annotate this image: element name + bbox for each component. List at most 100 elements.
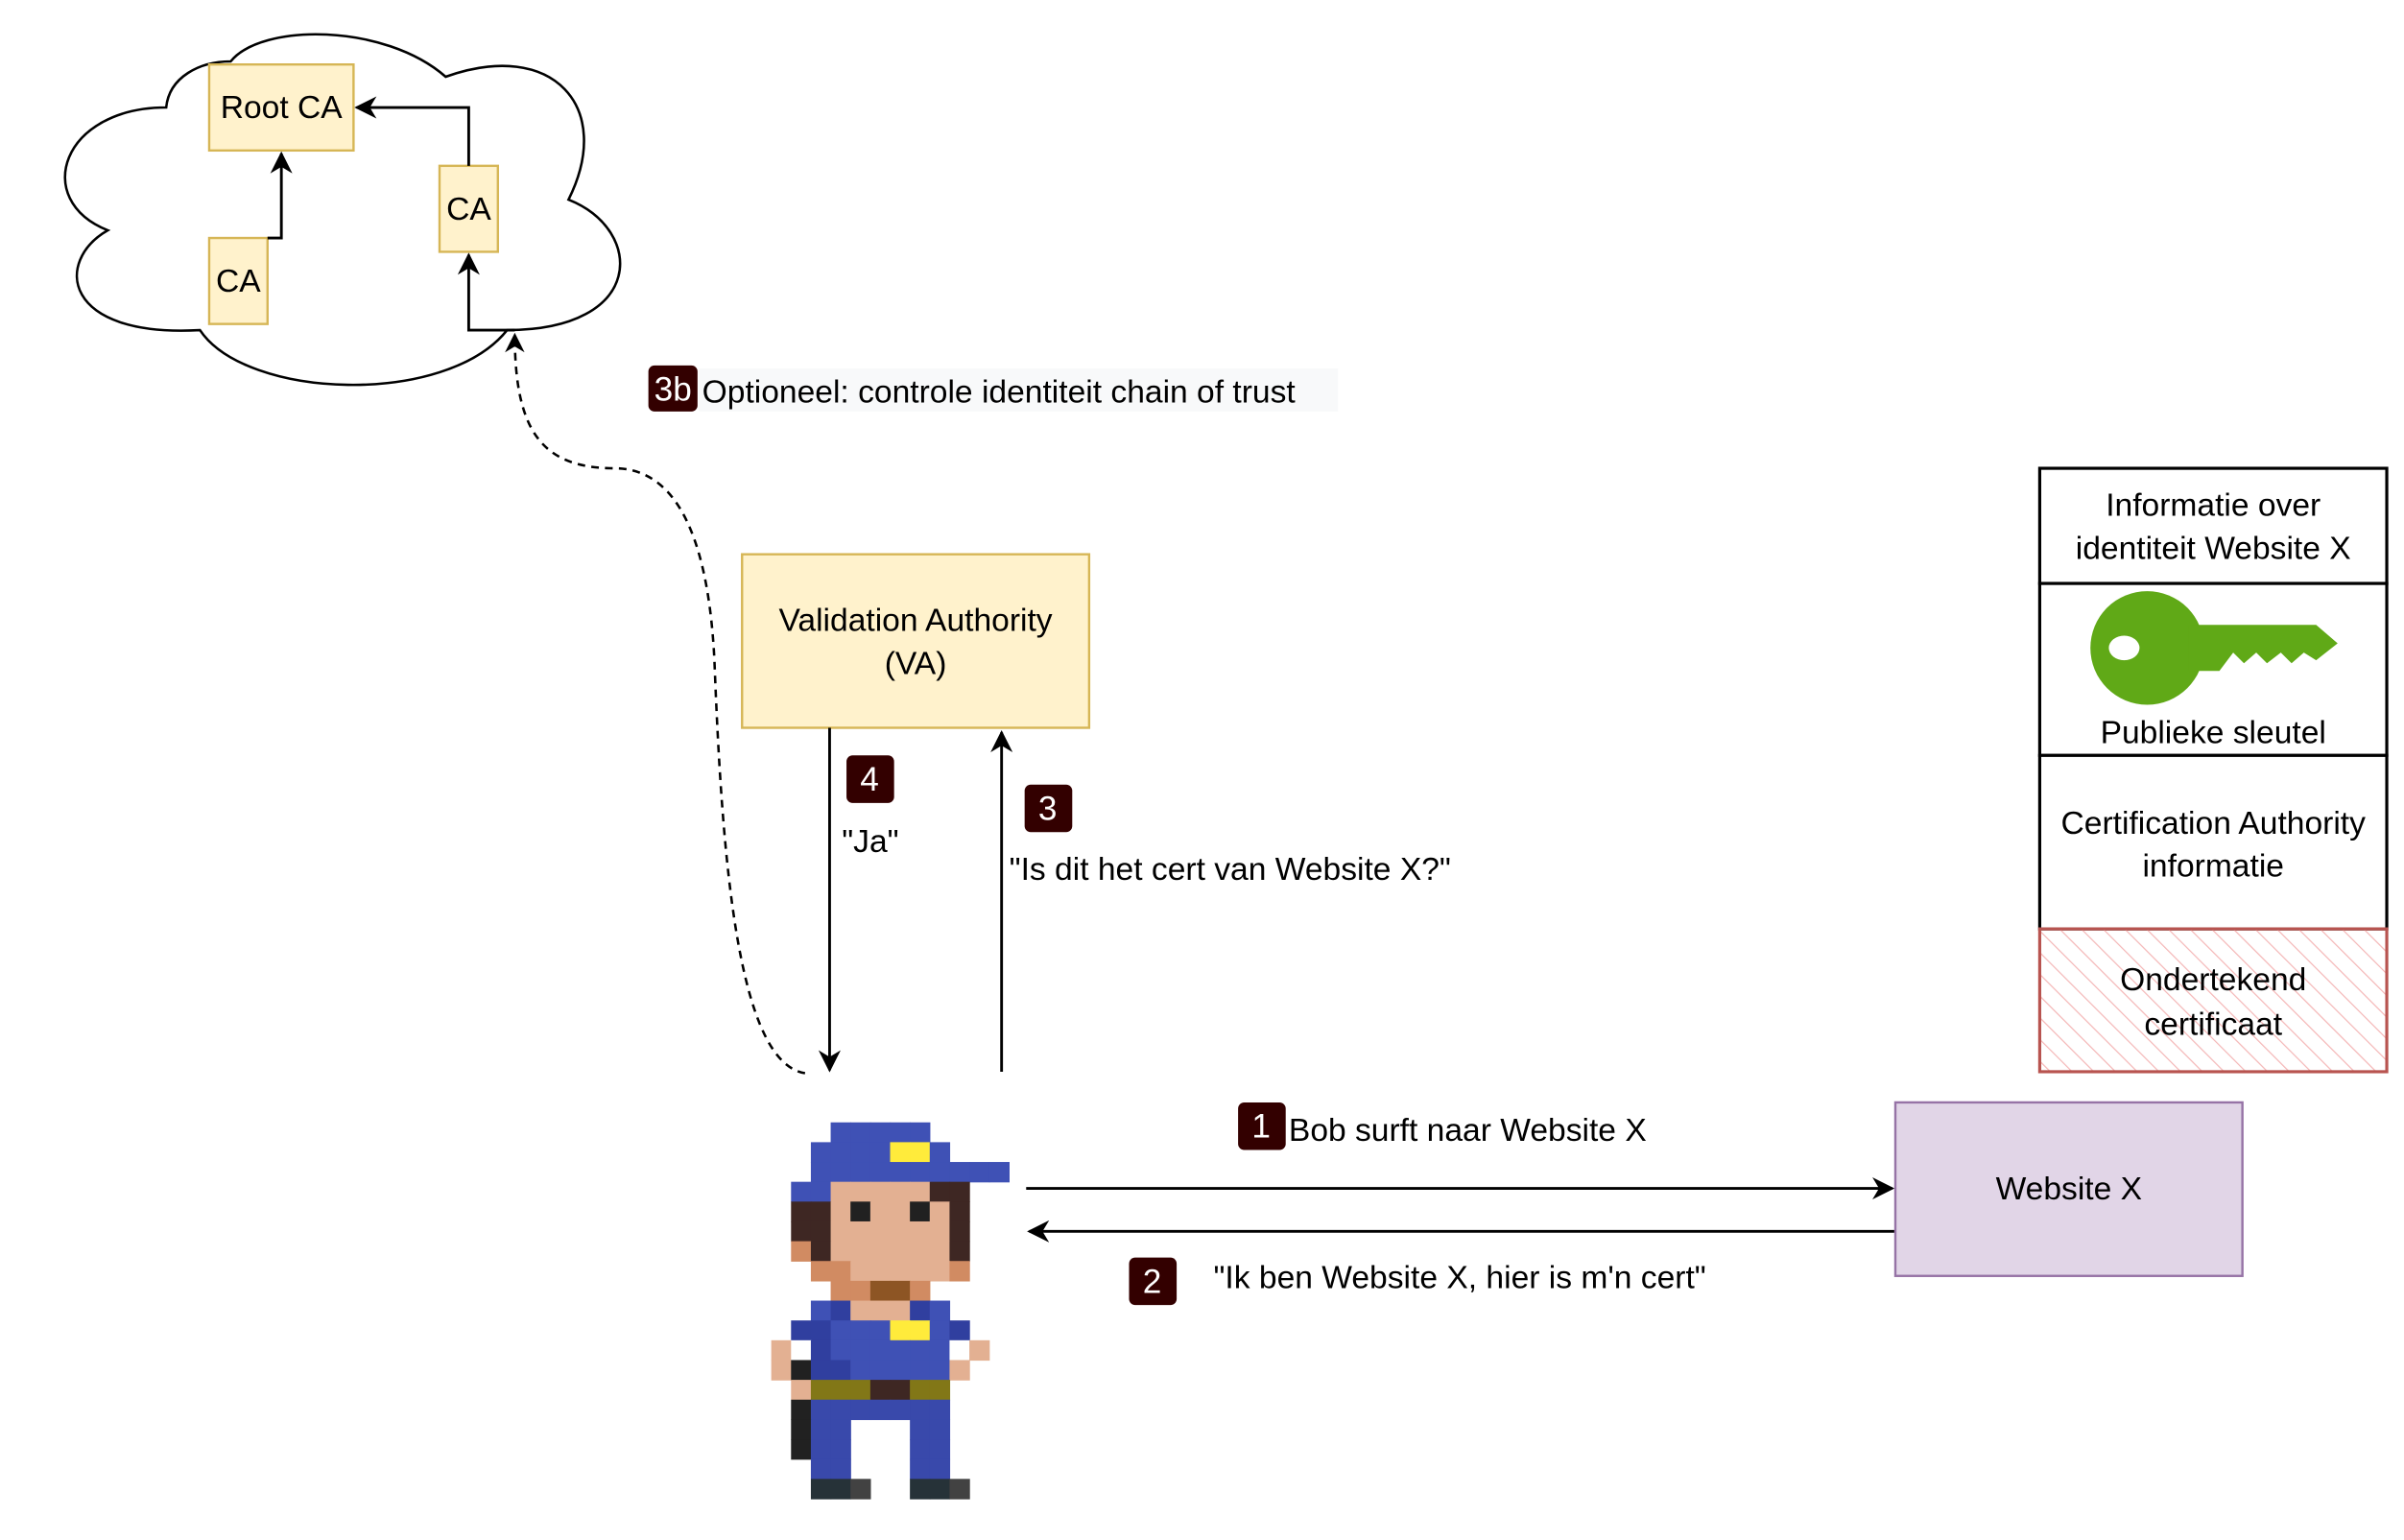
sprite-pixel bbox=[910, 1300, 931, 1321]
sprite-pixel bbox=[949, 1339, 970, 1362]
sprite-pixel bbox=[910, 1479, 931, 1500]
sprite-pixel bbox=[890, 1380, 911, 1401]
sprite-pixel bbox=[929, 1162, 951, 1183]
cert-signed-section bbox=[2037, 927, 2389, 1074]
step-1-text: Bob surft naar Website X bbox=[1289, 1113, 1647, 1149]
sprite-pixel bbox=[810, 1380, 832, 1401]
sprite-pixel bbox=[869, 1320, 892, 1341]
sprite-pixel bbox=[869, 1220, 892, 1243]
sprite-pixel bbox=[830, 1181, 851, 1202]
sprite-pixel bbox=[810, 1360, 832, 1381]
badge-3-label: 3 bbox=[1038, 791, 1058, 828]
badge-1-label: 1 bbox=[1251, 1108, 1271, 1146]
sprite-pixel bbox=[929, 1142, 951, 1163]
sprite-pixel bbox=[949, 1220, 970, 1243]
sprite-pixel bbox=[929, 1220, 951, 1243]
sprite-pixel bbox=[910, 1458, 931, 1480]
sprite-pixel bbox=[791, 1241, 812, 1262]
cert-identity-line1: Informatie over bbox=[2106, 488, 2321, 524]
sprite-pixel bbox=[850, 1399, 871, 1421]
sprite-pixel bbox=[830, 1339, 851, 1362]
sprite-pixel bbox=[929, 1339, 951, 1362]
website-x-box[interactable] bbox=[1893, 1101, 2244, 1277]
trust-cloud: Root CA CA CA bbox=[63, 33, 622, 387]
cert-ca-info-line2: informatie bbox=[2142, 849, 2284, 885]
sprite-pixel bbox=[929, 1320, 951, 1341]
sprite-pixel bbox=[988, 1162, 1010, 1183]
sprite-pixel bbox=[869, 1300, 892, 1321]
sprite-pixel bbox=[869, 1162, 892, 1183]
sprite-pixel bbox=[830, 1300, 851, 1321]
sprite-pixel bbox=[929, 1241, 951, 1262]
sprite-pixel bbox=[949, 1320, 970, 1341]
va-label-line2: (VA) bbox=[885, 646, 947, 681]
sprite-pixel bbox=[810, 1261, 832, 1282]
ca-left-label: CA bbox=[216, 264, 261, 299]
sprite-pixel bbox=[830, 1241, 851, 1262]
sprite-pixel bbox=[929, 1380, 951, 1401]
sprite-pixel bbox=[830, 1360, 851, 1381]
validation-authority-box[interactable] bbox=[741, 553, 1091, 729]
sprite-pixel bbox=[810, 1162, 832, 1183]
sprite-pixel bbox=[830, 1162, 851, 1183]
sprite-pixel bbox=[869, 1201, 892, 1222]
sprite-pixel bbox=[791, 1220, 812, 1243]
sprite-pixel bbox=[830, 1201, 851, 1222]
sprite-pixel bbox=[929, 1479, 951, 1500]
sprite-pixel bbox=[910, 1339, 931, 1362]
sprite-pixel bbox=[890, 1300, 911, 1321]
sprite-pixel bbox=[910, 1320, 931, 1341]
sprite-pixel bbox=[810, 1479, 832, 1500]
sprite-pixel bbox=[869, 1181, 892, 1202]
sprite-pixel bbox=[949, 1360, 970, 1381]
cert-identity-line2: identiteit Website X bbox=[2076, 531, 2351, 566]
sprite-pixel bbox=[830, 1419, 851, 1440]
sprite-pixel bbox=[850, 1300, 871, 1321]
sprite-pixel bbox=[850, 1122, 871, 1144]
sprite-pixel bbox=[850, 1201, 871, 1222]
sprite-pixel bbox=[969, 1339, 990, 1362]
sprite-pixel bbox=[810, 1399, 832, 1421]
sprite-pixel bbox=[890, 1261, 911, 1282]
public-key-label: Publieke sleutel bbox=[2101, 715, 2326, 750]
sprite-pixel bbox=[890, 1201, 911, 1222]
sprite-pixel bbox=[791, 1399, 812, 1421]
cert-ca-info-section bbox=[2037, 753, 2389, 931]
sprite-pixel bbox=[949, 1201, 970, 1222]
sprite-pixel bbox=[869, 1122, 892, 1144]
sprite-pixel bbox=[810, 1181, 832, 1202]
sprite-pixel bbox=[869, 1399, 892, 1421]
sprite-pixel bbox=[810, 1320, 832, 1341]
sprite-pixel bbox=[890, 1320, 911, 1341]
badge-4-label: 4 bbox=[860, 761, 879, 798]
sprite-pixel bbox=[771, 1360, 792, 1381]
step-4-text: "Ja" bbox=[842, 824, 898, 860]
sprite-pixel bbox=[910, 1419, 931, 1440]
sprite-pixel bbox=[791, 1380, 812, 1401]
sprite-pixel bbox=[810, 1220, 832, 1243]
optional-step-text: Optioneel: controle identiteit chain of … bbox=[702, 374, 1297, 410]
ca-left-box[interactable] bbox=[207, 236, 269, 325]
sprite-pixel bbox=[810, 1201, 832, 1222]
sprite-pixel bbox=[929, 1181, 951, 1202]
sprite-pixel bbox=[791, 1181, 812, 1202]
sprite-pixel bbox=[830, 1280, 851, 1302]
sprite-pixel bbox=[830, 1220, 851, 1243]
arrow-ca-left-to-root bbox=[267, 151, 293, 240]
ca-right-box[interactable] bbox=[438, 164, 500, 253]
step-3-text: "Is dit het cert van Website X?" bbox=[1010, 852, 1451, 888]
sprite-pixel bbox=[929, 1399, 951, 1421]
bob-police-avatar bbox=[771, 1122, 1010, 1500]
sprite-pixel bbox=[791, 1419, 812, 1440]
root-ca-box[interactable] bbox=[207, 63, 355, 153]
sprite-pixel bbox=[890, 1142, 911, 1163]
sprite-pixel bbox=[791, 1360, 812, 1381]
sprite-pixel bbox=[850, 1241, 871, 1262]
badge-3 bbox=[1024, 784, 1073, 833]
cert-identity-section bbox=[2037, 466, 2389, 585]
sprite-pixel bbox=[850, 1280, 871, 1302]
arrow-ca-right-to-root bbox=[354, 96, 470, 166]
sprite-pixel bbox=[929, 1419, 951, 1440]
sprite-pixel bbox=[791, 1339, 812, 1362]
sprite-pixel bbox=[929, 1300, 951, 1321]
